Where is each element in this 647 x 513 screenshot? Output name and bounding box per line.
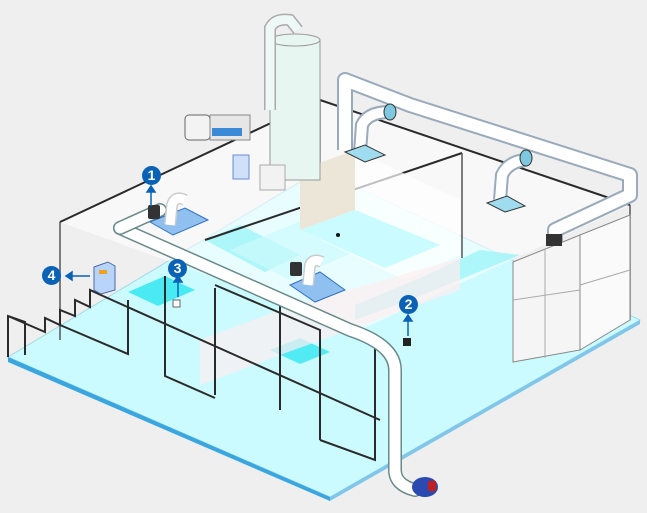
exhaust-hood-middle [288,254,347,303]
duct-damper-valve [148,192,210,236]
callout-4[interactable]: 4 [42,266,61,285]
filter-cabinets [512,214,631,363]
callout-1[interactable]: 1 [142,166,161,185]
sensor-device [172,299,411,346]
callout-arrows [64,184,414,336]
upper-duct-run [337,72,638,245]
callout-2[interactable]: 2 [399,295,418,314]
control-cabinet [93,261,116,295]
roof-fan-unit [184,114,251,180]
callout-3[interactable]: 3 [168,259,187,278]
front-partitions [7,276,381,462]
blower-fan [412,477,438,497]
scrubber-tower [259,13,321,191]
